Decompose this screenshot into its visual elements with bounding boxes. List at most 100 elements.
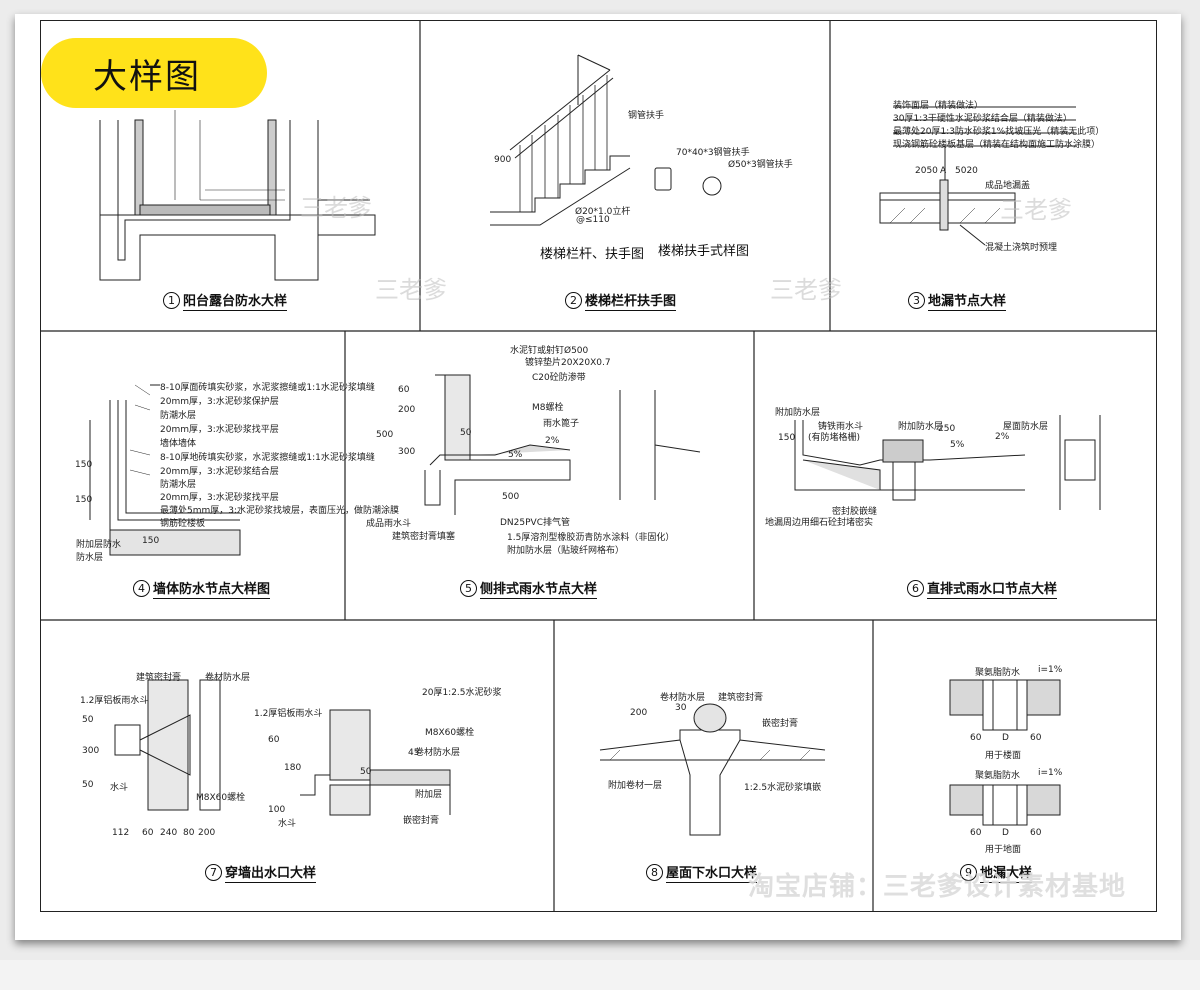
panel-7-dim-bottom-4: 80	[183, 828, 195, 838]
panel-4-layer-4: 20mm厚，3:水泥砂浆找平层	[160, 425, 279, 435]
panel-6-drawing	[794, 415, 1101, 510]
drawing-frame	[40, 20, 1157, 912]
panel-8-note-3: 嵌密封膏	[762, 719, 799, 729]
panel-4-layer-8: 防潮水层	[160, 480, 197, 490]
panel-4-side-note-2: 防水层	[76, 553, 104, 563]
panel-5-dim-200: 200	[398, 405, 416, 415]
panel-3-drain-label: 成品地漏盖	[985, 181, 1031, 191]
bottom-strip	[0, 960, 1200, 990]
panel-5-dim-300: 300	[398, 447, 416, 457]
panel-4-layer-1: 8-10厚面砖填实砂浆，水泥浆擦缝或1:1水泥砂浆填缝	[160, 383, 375, 393]
panel-9-drawing	[949, 679, 1061, 826]
panel-7-note-3: 卷材防水层	[205, 673, 251, 683]
panel-4-layer-11: 钢筋砼楼板	[160, 519, 206, 529]
panel-5-dim-60: 60	[398, 385, 410, 395]
panel-9-bottom-label: 聚氨脂防水	[975, 771, 1021, 781]
panel-7-note-6: 1.2厚铝板雨水斗	[254, 709, 323, 719]
panel-6-note-1: 附加防水层	[775, 408, 821, 418]
panel-7-note-1: 1.2厚铝板雨水斗	[80, 696, 149, 706]
panel-4-caption: 4 墙体防水节点大样图	[133, 578, 271, 599]
panel-7-note-5: 水斗	[110, 783, 129, 793]
panel-7-dim-50a: 50	[82, 715, 94, 725]
panel-2-drawing	[490, 54, 722, 226]
panel-9-bottom-slope: i=1%	[1038, 768, 1063, 778]
panel-4-layer-2: 20mm厚，3:水泥砂浆保护层	[160, 397, 279, 407]
panel-7-note-2: 建筑密封膏	[136, 673, 182, 683]
panel-9-caption: 9 地漏大样	[960, 862, 1033, 883]
panel-2-subtitle-handrail: 楼梯扶手式样图	[658, 244, 750, 259]
panel-7-dim-300: 300	[82, 746, 100, 756]
panel-4-layer-3: 防潮水层	[160, 411, 197, 421]
watermark-1: 三老爹	[375, 276, 447, 304]
panel-6-note-3: (有防堵格栅)	[808, 433, 861, 443]
panel-7-dim-180: 180	[284, 763, 302, 773]
panel-1-caption: 1 阳台露台防水大样	[163, 290, 288, 311]
panel-8-note-1: 卷材防水层	[660, 693, 706, 703]
panel-7-note-7: 20厚1:2.5水泥砂浆	[422, 688, 502, 698]
panel-7-note-10: 附加层	[415, 790, 443, 800]
panel-7-note-9: 卷材防水层	[415, 748, 461, 758]
panel-6-dim-250: 250	[938, 424, 956, 434]
panel-5-note-7: 建筑密封膏填塞	[392, 532, 456, 542]
panel-5-dim-500a: 500	[376, 430, 394, 440]
panel-1-drawing	[99, 110, 376, 281]
panel-9-bottom-usage: 用于地面	[985, 845, 1022, 855]
panel-9-top-slope: i=1%	[1038, 665, 1063, 675]
panel-3-layer-1: 装饰面层（精装做法）	[893, 101, 984, 111]
panel-4-dim-150c: 150	[142, 536, 160, 546]
panel-2-dim-900: 900	[494, 155, 512, 165]
panel-7-note-8: M8X60螺栓	[425, 728, 475, 738]
panel-2-subtitle-rail: 楼梯栏杆、扶手图	[540, 247, 645, 262]
panel-2-note-spacing: @≤110	[576, 215, 610, 225]
panel-5-dim-500b: 500	[502, 492, 520, 502]
panel-6-slope-2: 2%	[995, 432, 1010, 442]
panel-6-note-7: 地漏周边用细石砼封堵密实	[765, 518, 874, 528]
panel-5-slope-2: 2%	[545, 436, 560, 446]
panel-3-dim-a: 2050	[915, 166, 938, 176]
panel-2-note-box: 70*40*3钢管扶手	[676, 148, 750, 158]
panel-9-dim-60b: 60	[1030, 733, 1042, 743]
panel-4-side-note-1: 附加层防水	[76, 540, 122, 550]
panel-6-dim-150: 150	[778, 433, 796, 443]
panel-5-note-3: C20砼防渗带	[532, 373, 586, 383]
panel-2-note-rail: 钢管扶手	[628, 111, 665, 121]
panel-4-drawing	[89, 384, 241, 556]
panel-8-note-4: 附加卷材一层	[608, 781, 663, 791]
panel-4-layer-5: 墙体墙体	[160, 439, 197, 449]
panel-3-drawing	[879, 106, 1076, 246]
panel-4-dim-150b: 150	[75, 495, 93, 505]
panel-8-caption: 8 屋面下水口大样	[646, 862, 758, 883]
panel-9-top-usage: 用于楼面	[985, 751, 1022, 761]
panel-5-slope-1: 5%	[508, 450, 523, 460]
panel-3-bottom-note: 混凝土浇筑时预埋	[985, 243, 1058, 253]
panel-3-layer-2: 30厚1:3干硬性水泥砂浆结合层（精装做法）	[893, 114, 1072, 124]
panel-3-layer-3: 最薄处20厚1:3防水砂浆1%找坡压光（精装无此项）	[893, 127, 1105, 137]
panel-5-note-6: 成品雨水斗	[366, 519, 412, 529]
panel-9-top-label: 聚氨脂防水	[975, 668, 1021, 678]
panel-2-note-post: Ø20*1.0立杆	[575, 207, 631, 217]
watermark-4: 三老爹	[300, 194, 372, 222]
panel-7-dim-50b: 50	[82, 780, 94, 790]
panel-5-caption: 5 侧排式雨水节点大样	[460, 578, 598, 599]
panel-8-dim-200: 200	[630, 708, 648, 718]
panel-2-caption: 2 楼梯栏杆扶手图	[565, 290, 677, 311]
panel-9-dim-60a: 60	[970, 733, 982, 743]
panel-7-dim-bottom-1: 112	[112, 828, 130, 838]
panel-8-note-5: 1:2.5水泥砂浆填嵌	[744, 783, 822, 793]
panel-6-note-4: 附加防水层	[898, 422, 944, 432]
panel-5-note-9: 1.5厚溶剂型橡胶沥青防水涂料（非固化）	[507, 533, 675, 543]
panel-7-dim-60: 60	[268, 735, 280, 745]
panel-6-note-2: 铸铁雨水斗	[818, 422, 864, 432]
panel-7-dim-bottom-2: 60	[142, 828, 154, 838]
panel-7-caption: 7 穿墙出水口大样	[205, 862, 317, 883]
panel-7-note-12: 水斗	[278, 819, 297, 829]
panel-7-dim-bottom-3: 240	[160, 828, 178, 838]
panel-4-layer-7: 20mm厚，3:水泥砂浆结合层	[160, 467, 279, 477]
panel-7-drawing	[114, 679, 451, 816]
panel-6-note-5: 屋面防水层	[1003, 422, 1049, 432]
panel-7-dim-bottom-5: 200	[198, 828, 216, 838]
panel-5-drawing	[424, 374, 701, 515]
panel-3-caption: 3 地漏节点大样	[908, 290, 1007, 311]
panel-6-slope-1: 5%	[950, 440, 965, 450]
